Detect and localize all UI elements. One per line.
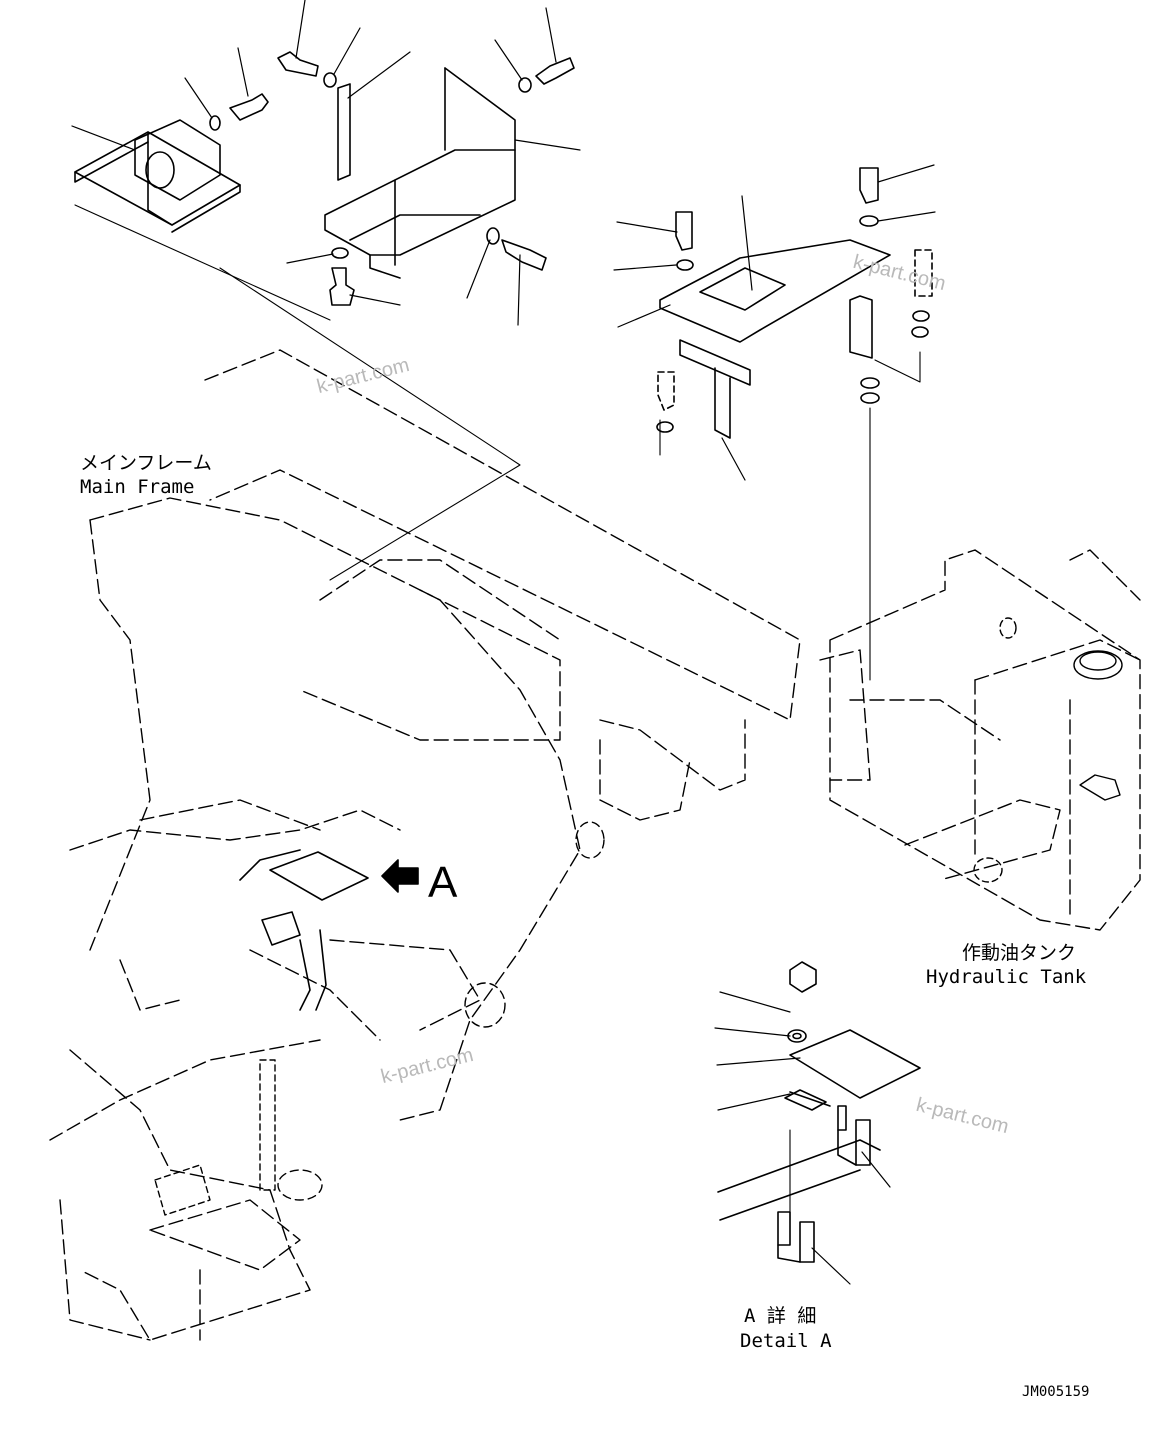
hydraulic-tank — [819, 549, 1141, 931]
main-frame-label-ja: メインフレーム — [80, 452, 212, 474]
top-bolt-left — [277, 51, 319, 77]
assembly-lines — [74, 204, 921, 1221]
top-bolt-right — [535, 57, 575, 85]
detail-a-label-en: Detail A — [740, 1330, 832, 1352]
left-cover-plate — [74, 119, 241, 233]
view-arrow-label: A — [428, 858, 458, 907]
main-frame-label-en: Main Frame — [80, 476, 195, 498]
hydraulic-tank-label-en: Hydraulic Tank — [926, 966, 1087, 988]
vertical-strap — [337, 83, 351, 181]
detail-a-assembly — [717, 961, 921, 1263]
drawing-code: JM005159 — [1022, 1384, 1090, 1400]
stay-bolt-dashed — [657, 371, 675, 411]
detail-a-label-ja: A 詳 細 — [744, 1305, 817, 1327]
right-washer-b — [859, 215, 879, 227]
tray-bolt-left — [329, 267, 355, 306]
tray-bracket — [324, 67, 516, 279]
right-washer-f — [860, 392, 880, 404]
right-bolt-b — [859, 167, 879, 204]
top-washer-left — [323, 72, 337, 88]
tray-bolt-right — [501, 239, 547, 271]
right-washer-e — [860, 377, 880, 389]
plate-a-location — [239, 849, 369, 1011]
right-bolt-a — [675, 211, 693, 251]
right-bolt-c-dashed — [914, 249, 933, 297]
stay-washer — [656, 421, 674, 433]
right-washer-c — [912, 310, 930, 322]
right-washer-d — [911, 326, 929, 338]
hydraulic-tank-details — [973, 617, 1123, 883]
view-arrow — [381, 859, 419, 893]
right-washer-a — [676, 259, 694, 271]
right-mounting-plate — [659, 239, 891, 439]
main-frame — [49, 349, 801, 1341]
leader-lines — [71, 0, 936, 1285]
left-cover-bolt — [229, 93, 269, 121]
tray-washer-left — [331, 247, 349, 259]
left-cover-washer — [209, 115, 221, 131]
hydraulic-tank-label-ja: 作動油タンク — [962, 942, 1077, 964]
top-washer-right — [518, 77, 532, 93]
tray-washer-right — [486, 227, 500, 245]
main-frame-details — [154, 821, 605, 1216]
